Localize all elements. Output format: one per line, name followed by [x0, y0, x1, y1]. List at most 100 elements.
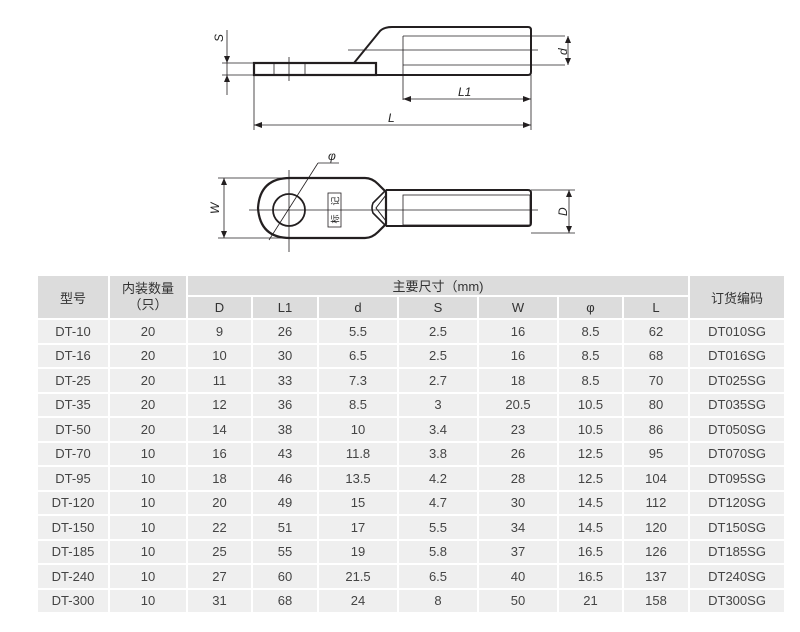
cell-L1: 51	[253, 516, 317, 539]
header-dim-phi: φ	[559, 297, 622, 318]
cell-S: 6.5	[399, 565, 477, 588]
cell-model: DT-16	[38, 344, 108, 367]
spec-table: 型号 内装数量 （只） 主要尺寸（mm) 订货编码 D L1 d S W φ L…	[36, 274, 786, 614]
cell-D: 22	[188, 516, 251, 539]
cell-D: 11	[188, 369, 251, 392]
cell-order-code: DT095SG	[690, 467, 785, 490]
label-L: L	[388, 111, 395, 125]
cell-pack-qty: 10	[110, 540, 186, 563]
cell-W: 28	[479, 467, 557, 490]
cell-order-code: DT050SG	[690, 418, 785, 441]
header-order-code: 订货编码	[690, 276, 785, 318]
cell-model: DT-150	[38, 516, 108, 539]
mark-char-2: 记	[331, 196, 342, 205]
cell-model: DT-300	[38, 589, 108, 612]
cell-phi: 10.5	[559, 393, 622, 416]
cell-pack-qty: 20	[110, 320, 186, 343]
cell-L: 95	[624, 442, 689, 465]
cell-d: 11.8	[319, 442, 397, 465]
cell-d: 5.5	[319, 320, 397, 343]
cell-phi: 12.5	[559, 442, 622, 465]
header-dim-d: d	[319, 297, 397, 318]
cell-L1: 30	[253, 344, 317, 367]
cell-d: 8.5	[319, 393, 397, 416]
cell-pack-qty: 10	[110, 491, 186, 514]
top-view	[218, 162, 575, 252]
label-phi: φ	[328, 149, 336, 163]
cell-W: 16	[479, 344, 557, 367]
cell-d: 21.5	[319, 565, 397, 588]
cell-d: 17	[319, 516, 397, 539]
cell-order-code: DT120SG	[690, 491, 785, 514]
cell-S: 2.5	[399, 320, 477, 343]
header-main-dimensions: 主要尺寸（mm)	[188, 276, 689, 295]
cell-d: 7.3	[319, 369, 397, 392]
cell-W: 40	[479, 565, 557, 588]
cell-model: DT-50	[38, 418, 108, 441]
cell-L: 68	[624, 344, 689, 367]
cell-L: 120	[624, 516, 689, 539]
side-view	[222, 26, 571, 130]
cell-phi: 14.5	[559, 491, 622, 514]
cell-S: 8	[399, 589, 477, 612]
cell-D: 25	[188, 540, 251, 563]
cell-L: 104	[624, 467, 689, 490]
cell-order-code: DT150SG	[690, 516, 785, 539]
header-pack-qty: 内装数量 （只）	[110, 276, 186, 318]
cell-L1: 46	[253, 467, 317, 490]
cell-phi: 8.5	[559, 344, 622, 367]
cell-model: DT-185	[38, 540, 108, 563]
cell-D: 12	[188, 393, 251, 416]
cell-S: 4.7	[399, 491, 477, 514]
cell-L1: 60	[253, 565, 317, 588]
cell-phi: 14.5	[559, 516, 622, 539]
header-dim-L1: L1	[253, 297, 317, 318]
cell-D: 31	[188, 589, 251, 612]
cell-model: DT-10	[38, 320, 108, 343]
cell-phi: 8.5	[559, 369, 622, 392]
cell-L: 86	[624, 418, 689, 441]
cell-L: 158	[624, 589, 689, 612]
cell-D: 10	[188, 344, 251, 367]
cell-L: 62	[624, 320, 689, 343]
cell-model: DT-95	[38, 467, 108, 490]
cell-phi: 21	[559, 589, 622, 612]
cell-d: 24	[319, 589, 397, 612]
cell-W: 18	[479, 369, 557, 392]
cell-L1: 49	[253, 491, 317, 514]
cell-S: 5.5	[399, 516, 477, 539]
cell-phi: 12.5	[559, 467, 622, 490]
cell-order-code: DT185SG	[690, 540, 785, 563]
cell-D: 14	[188, 418, 251, 441]
header-dim-S: S	[399, 297, 477, 318]
cell-L1: 36	[253, 393, 317, 416]
cell-d: 6.5	[319, 344, 397, 367]
cell-pack-qty: 10	[110, 442, 186, 465]
cell-order-code: DT016SG	[690, 344, 785, 367]
technical-drawing: S d L1 L	[0, 0, 800, 270]
cell-W: 30	[479, 491, 557, 514]
label-d: d	[556, 48, 570, 55]
cell-order-code: DT010SG	[690, 320, 785, 343]
cell-W: 50	[479, 589, 557, 612]
cell-D: 16	[188, 442, 251, 465]
cell-pack-qty: 20	[110, 344, 186, 367]
cell-pack-qty: 10	[110, 516, 186, 539]
cell-L1: 26	[253, 320, 317, 343]
cell-phi: 10.5	[559, 418, 622, 441]
cell-L: 70	[624, 369, 689, 392]
cell-L: 80	[624, 393, 689, 416]
cell-W: 37	[479, 540, 557, 563]
cell-D: 9	[188, 320, 251, 343]
cell-L1: 43	[253, 442, 317, 465]
